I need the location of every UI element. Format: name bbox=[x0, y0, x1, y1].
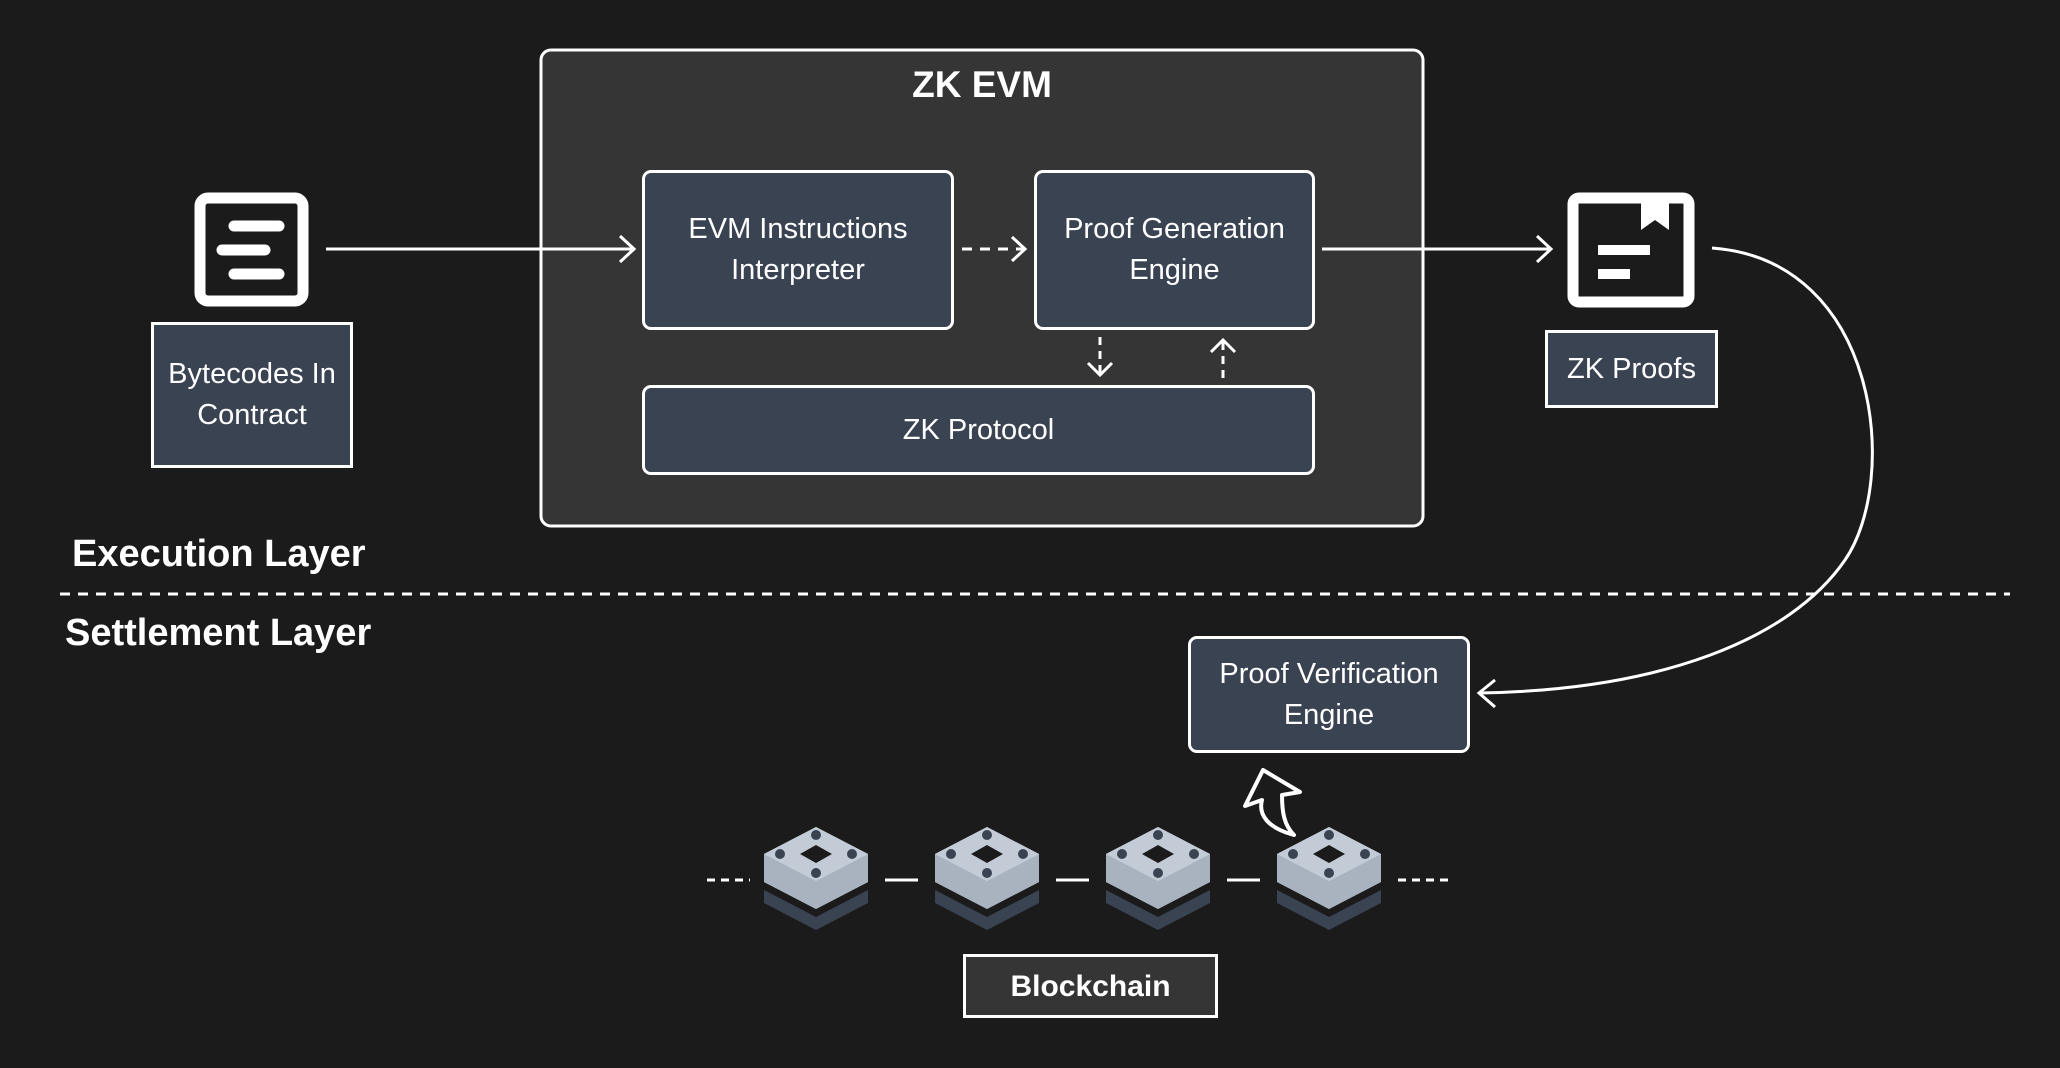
zk-proofs-label: ZK Proofs bbox=[1545, 330, 1718, 408]
zk-protocol-node: ZK Protocol bbox=[642, 385, 1315, 475]
blockchain-label: Blockchain bbox=[963, 954, 1218, 1018]
arrow-zk-proofs-to-verification bbox=[1476, 246, 1874, 709]
arrow-proof-generation-to-zk-protocol bbox=[1086, 337, 1114, 378]
proof-verification-engine-node: Proof Verification Engine bbox=[1188, 636, 1470, 753]
arrow-interpreter-to-proof-generation bbox=[962, 235, 1028, 263]
arrow-zk-protocol-to-proof-generation bbox=[1209, 337, 1237, 378]
cube-block-icon bbox=[935, 827, 1039, 930]
evm-instructions-interpreter-node: EVM Instructions Interpreter bbox=[642, 170, 954, 330]
zk-evm-title: ZK EVM bbox=[912, 64, 1052, 105]
cube-block-icon bbox=[764, 827, 868, 930]
document-lines-icon bbox=[194, 192, 309, 307]
cube-block-icon bbox=[1277, 827, 1381, 930]
bytecodes-in-contract-label: Bytecodes In Contract bbox=[151, 322, 353, 468]
arrow-contract-to-interpreter bbox=[326, 234, 637, 264]
settlement-layer-heading: Settlement Layer bbox=[65, 612, 372, 654]
proof-generation-engine-node: Proof Generation Engine bbox=[1034, 170, 1315, 330]
hollow-up-arrow-icon bbox=[1243, 768, 1302, 837]
cube-block-icon bbox=[1106, 827, 1210, 930]
package-document-icon bbox=[1567, 192, 1695, 308]
execution-layer-heading: Execution Layer bbox=[72, 533, 366, 575]
arrow-proof-generation-to-zk-proofs bbox=[1322, 234, 1554, 264]
